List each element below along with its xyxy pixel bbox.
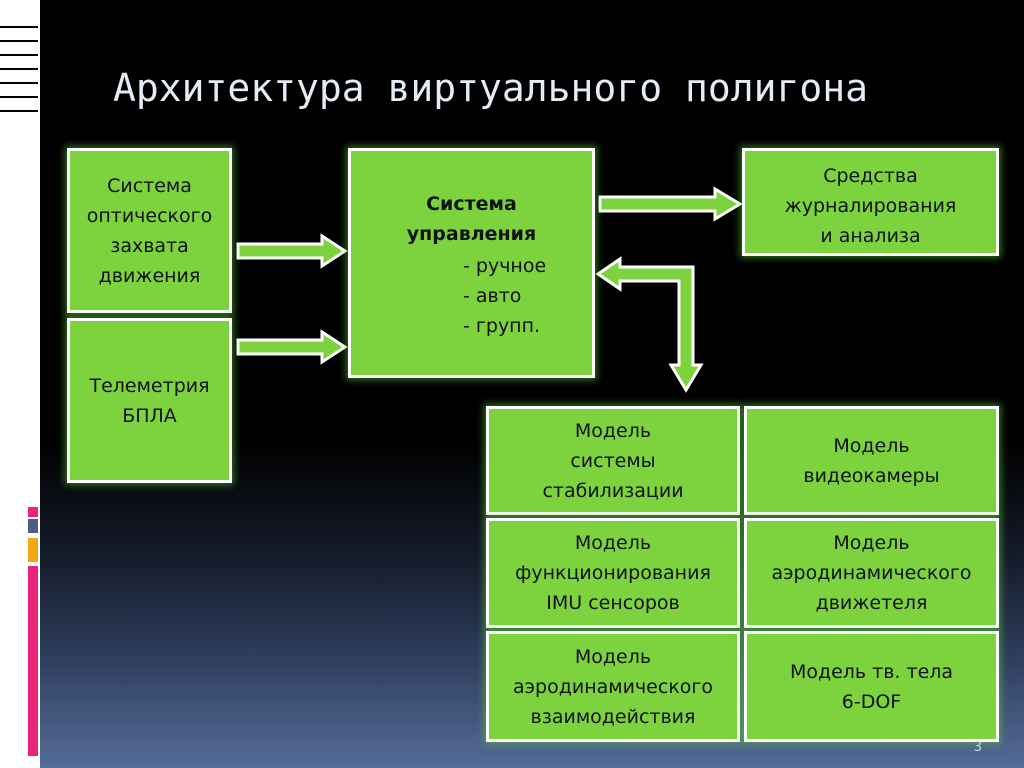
optical-capture-line: движения [98, 264, 201, 287]
control-mode-item: - групп. [463, 315, 541, 337]
telemetry-box: Телеметрия БПЛА [67, 318, 232, 483]
model-line: Модель тв. тела [789, 660, 954, 683]
strip-line [0, 68, 38, 70]
accent-pink-long [28, 566, 38, 756]
strip-line [0, 82, 38, 84]
control-system-title: управления [406, 223, 537, 245]
strip-line [0, 54, 38, 56]
model-line: Модель [574, 645, 652, 668]
model-rigid-body-box: Модель тв. тела 6-DOF [744, 631, 999, 742]
model-line: 6-DOF [841, 690, 902, 713]
optical-capture-line: оптического [86, 204, 213, 227]
telemetry-line: БПЛА [122, 405, 177, 427]
arrow-control-models [595, 256, 704, 393]
model-line: системы [570, 449, 656, 472]
accent-orange [28, 538, 38, 562]
model-line: взаимодействия [530, 705, 696, 728]
arrow-control-to-logging [598, 186, 743, 222]
left-decor-strip [0, 0, 40, 768]
model-line: аэродинамического [512, 675, 714, 698]
model-line: Модель [833, 434, 910, 457]
accent-pink-top [28, 507, 38, 517]
model-stabilization-box: Модель системы стабилизации [486, 406, 740, 515]
model-line: Модель [574, 419, 652, 442]
strip-line [0, 26, 38, 28]
control-mode-item: - ручное [463, 255, 547, 277]
model-line: видеокамеры [803, 464, 940, 487]
model-line: Модель [574, 532, 652, 554]
model-propulsion-box: Модель аэродинамического движетеля [744, 518, 999, 628]
logging-line: журналирования [784, 195, 957, 217]
model-line: Модель [833, 532, 910, 554]
model-line: стабилизации [542, 479, 684, 502]
logging-analysis-box: Средства журналирования и анализа [742, 148, 999, 256]
model-line: IMU сенсоров [546, 592, 680, 614]
strip-line [0, 96, 38, 98]
control-mode-item: - авто [463, 285, 522, 307]
model-imu-box: Модель функционирования IMU сенсоров [486, 518, 740, 628]
strip-line [0, 110, 38, 112]
model-aero-interaction-box: Модель аэродинамического взаимодействия [486, 631, 740, 742]
logging-line: Средства [823, 165, 918, 187]
telemetry-line: Телеметрия [89, 375, 210, 397]
control-system-box: Система управления - ручное - авто - гру… [348, 148, 595, 378]
page-number: 3 [973, 740, 982, 755]
slide-title: Архитектура виртуального полигона [113, 66, 868, 110]
model-line: аэродинамического [771, 562, 972, 584]
logging-line: и анализа [820, 225, 921, 247]
model-camera-box: Модель видеокамеры [744, 406, 999, 515]
optical-capture-box: Система оптического захвата движения [67, 148, 232, 313]
optical-capture-line: захвата [110, 234, 189, 257]
arrow-telemetry-to-control [236, 329, 348, 365]
strip-line [0, 40, 38, 42]
arrow-capture-to-control [236, 233, 348, 269]
model-line: движетеля [815, 592, 928, 614]
control-system-title: Система [426, 193, 517, 215]
optical-capture-line: Система [107, 174, 192, 197]
model-line: функционирования [515, 562, 711, 584]
accent-slate [28, 519, 38, 533]
